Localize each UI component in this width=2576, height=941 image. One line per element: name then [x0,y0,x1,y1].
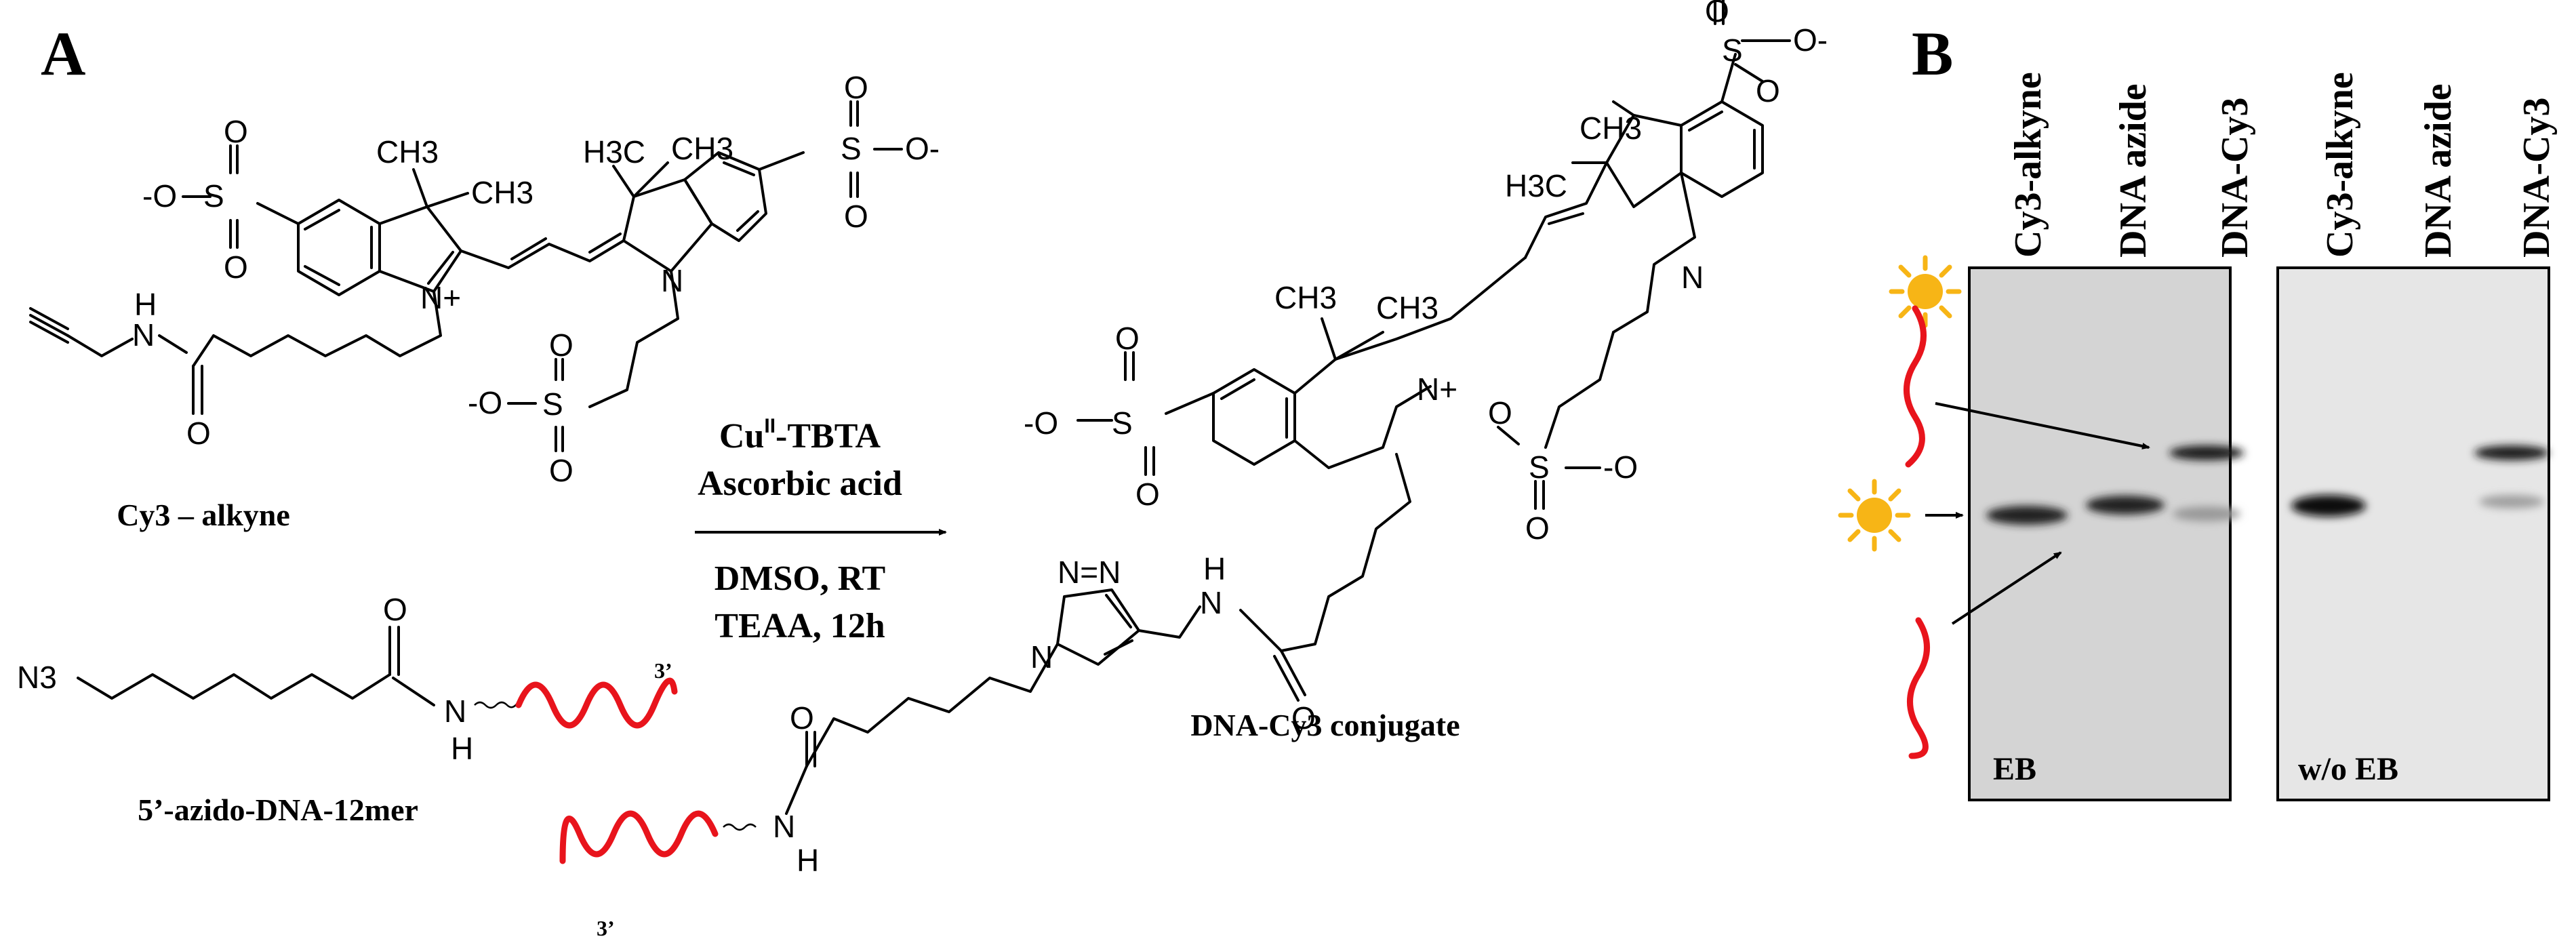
atom-ominus-prod-top: O- [1793,22,1828,58]
band-left-lane3-upper [2169,445,2244,460]
atom-o-prod-left-bottom: O [1135,477,1160,512]
atom-h3c-prod: H3C [1505,168,1567,203]
condition-solvent: DMSO, RT [715,559,885,598]
atom-o-chain-top: O [549,327,573,363]
atom-nplus-prod: N+ [1417,372,1457,407]
condition-reductant: Ascorbic acid [698,464,902,503]
condition-time: TEAA, 12h [715,607,885,645]
dye-conjugate-icon [1891,258,1959,325]
arrow-conjugate [1935,402,2150,449]
atom-o-prod-lower: O [790,700,814,736]
atom-h3c-right: H3C [583,134,645,169]
dna-cy3-product-structure: N [559,0,1828,940]
atom-s-right: S [841,131,862,166]
atom-n-right: N [661,263,683,298]
atom-o-chain-bottom: O [549,453,573,488]
azido-dna-label: 5’-azido-DNA-12mer [138,793,418,827]
dna-conjugate-strand-icon [1904,305,1927,468]
gel-left-eb [1968,266,2232,801]
atom-s-prod-left: S [1112,405,1133,441]
atom-n-triazole: N [1030,639,1053,675]
gel-right-no-eb [2276,266,2550,801]
lane-label-right-3: DNA-Cy3 [2516,98,2558,258]
cy3-alkyne-label: Cy3 – alkyne [117,498,290,532]
panel-b-label: B [1912,19,1953,88]
dye-free-icon [1840,481,1908,549]
atom-h-amide: H [134,287,157,322]
atom-ominus-chain: -O [468,385,502,420]
atom-ominus-right: O- [905,131,940,166]
atom-o-amide: O [186,416,211,451]
lane-label-right-1: Cy3-alkyne [2319,72,2361,258]
atom-o-prod-chain-bottom: O [1525,510,1550,546]
atom-o-prod-chain-top: O [1488,395,1512,431]
atom-ominus-left: -O [142,178,177,214]
atom-n-dna: N [444,694,466,729]
gel-left-stain-label: EB [1993,751,2036,787]
cy3-alkyne-structure: S O O -O CH3 CH3 N+ H3C CH3 N S O O O- S… [29,70,940,488]
atom-h-prod-amide: H [1203,551,1226,586]
atom-o-prod-top: O [1705,0,1729,28]
lane-label-left-2: DNA azide [2112,83,2154,258]
band-left-lane3-lower [2173,506,2240,521]
band-left-lane1 [1986,506,2068,525]
band-right-lane3-upper [2474,445,2549,460]
atom-n3: N3 [17,660,57,695]
lane-label-left-1: Cy3-alkyne [2007,72,2049,258]
dna-free-strand-icon [1907,617,1930,759]
product-3prime-end: 3’ [597,916,615,940]
atom-s-left: S [203,178,224,214]
atom-o-left-top: O [224,114,248,149]
atom-h-dna: H [451,731,473,766]
atom-ch3-prod-left: CH3 [1274,280,1337,315]
lane-label-right-2: DNA azide [2417,83,2459,258]
atom-ch3-right: CH3 [671,131,733,166]
reaction-conditions: CuII-TBTA Ascorbic acid DMSO, RT TEAA, 1… [695,415,947,645]
atom-n-prod-lower: N [773,809,795,844]
atom-s-chain: S [542,386,563,422]
atom-o-right-bottom: O [844,199,868,234]
band-right-lane3-lower [2479,495,2544,508]
product-label: DNA-Cy3 conjugate [1190,708,1460,742]
atom-h-prod-lower: H [797,843,819,878]
atom-o-prod-top-2: O [1756,73,1780,108]
atom-ominus-prod-left: -O [1024,405,1058,441]
atom-nplus-left: N+ [420,280,461,315]
atom-n-product-right: N [1681,260,1704,295]
dna-3prime-end: 3’ [654,658,672,683]
atom-ch3-prod-left-b: CH3 [1376,290,1438,325]
atom-ch3-left-b: CH3 [471,175,534,210]
atom-s-prod-chain: S [1529,449,1550,485]
atom-o-right-top: O [844,70,868,105]
atom-o-dna: O [383,592,407,627]
gel-right-stain-label: w/o EB [2298,751,2398,787]
arrow-free-dna [1951,551,2062,625]
atom-o-prod-left-top: O [1115,321,1140,356]
atom-o-prod-amide: O [1291,700,1316,736]
atom-n-amide: N [132,317,155,353]
atom-s-prod-top: S [1722,33,1743,68]
atom-ch3-left-a: CH3 [376,134,439,169]
condition-catalyst: CuII-TBTA [719,415,881,456]
band-right-lane1 [2291,495,2366,517]
panel-a-label: A [41,19,85,88]
atom-n-prod-amide: N [1200,585,1222,620]
atom-ch3-prod: CH3 [1579,111,1642,146]
atom-ominus-prod-chain: -O [1603,449,1638,485]
atom-n-triazole-top: N=N [1058,555,1121,590]
azido-dna-structure: N3 O N H 3’ [17,592,678,766]
band-left-lane2 [2086,496,2165,515]
atom-o-left-bottom: O [224,249,248,285]
lane-label-left-3: DNA-Cy3 [2214,98,2256,258]
gel-panel: Cy3-alkyne DNA azide DNA-Cy3 Cy3-alkyne … [1840,72,2558,801]
